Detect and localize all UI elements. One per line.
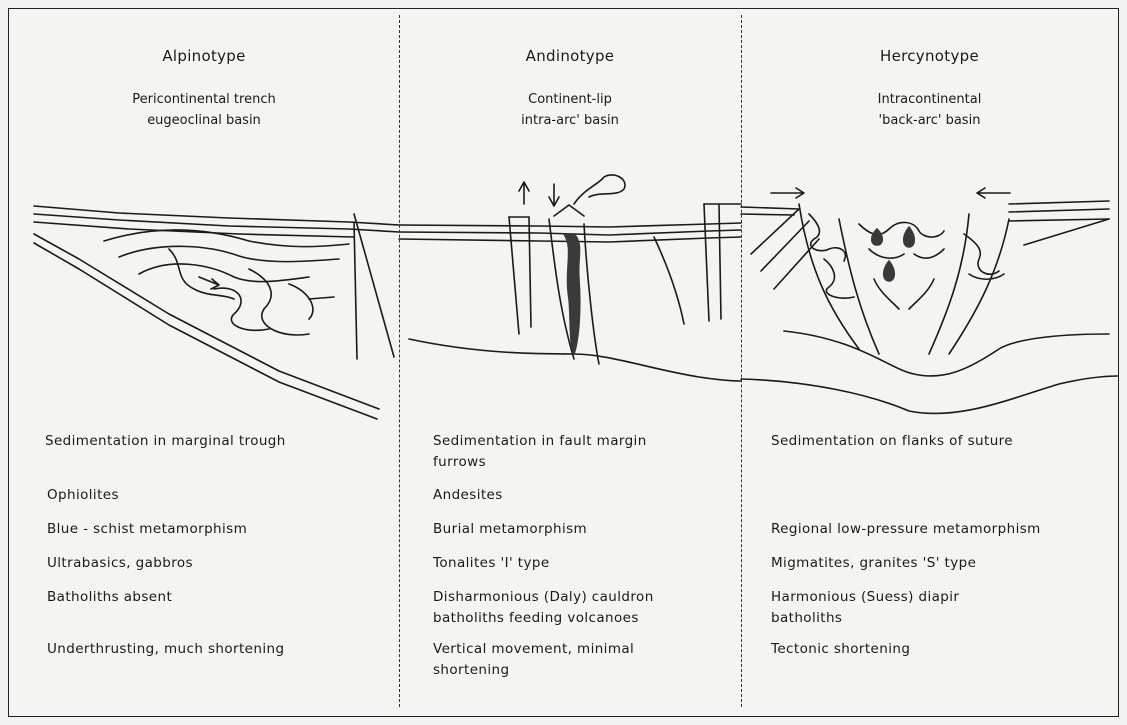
- column-subtitle: Continent-lip intra-arc' basin: [399, 89, 741, 131]
- property-plutonism: Ultrabasics, gabbros: [47, 553, 193, 574]
- property-tectonics: Tectonic shortening: [771, 639, 910, 660]
- column-title: Alpinotype: [9, 47, 399, 65]
- column-andinotype: Andinotype Continent-lip intra-arc' basi…: [399, 9, 741, 716]
- diagram-frame: Alpinotype Pericontinental trench eugeoc…: [8, 8, 1119, 717]
- property-metamorphism: Regional low-pressure metamorphism: [771, 519, 1041, 540]
- property-volcanism: Andesites: [433, 485, 503, 506]
- column-hercynotype: Hercynotype Intracontinental 'back-arc' …: [741, 9, 1118, 716]
- property-metamorphism: Blue - schist metamorphism: [47, 519, 247, 540]
- property-plutonism: Tonalites 'I' type: [433, 553, 550, 574]
- column-title: Hercynotype: [741, 47, 1118, 65]
- property-sedimentation: Sedimentation in marginal trough: [45, 431, 286, 452]
- property-volcanism: Ophiolites: [47, 485, 119, 506]
- property-batholiths: Batholiths absent: [47, 587, 172, 608]
- column-subtitle: Pericontinental trench eugeoclinal basin: [9, 89, 399, 131]
- column-alpinotype: Alpinotype Pericontinental trench eugeoc…: [9, 9, 399, 716]
- property-sedimentation: Sedimentation on flanks of suture: [771, 431, 1013, 452]
- property-metamorphism: Burial metamorphism: [433, 519, 587, 540]
- property-tectonics: Underthrusting, much shortening: [47, 639, 284, 660]
- property-plutonism: Migmatites, granites 'S' type: [771, 553, 976, 574]
- column-subtitle: Intracontinental 'back-arc' basin: [741, 89, 1118, 131]
- column-title: Andinotype: [399, 47, 741, 65]
